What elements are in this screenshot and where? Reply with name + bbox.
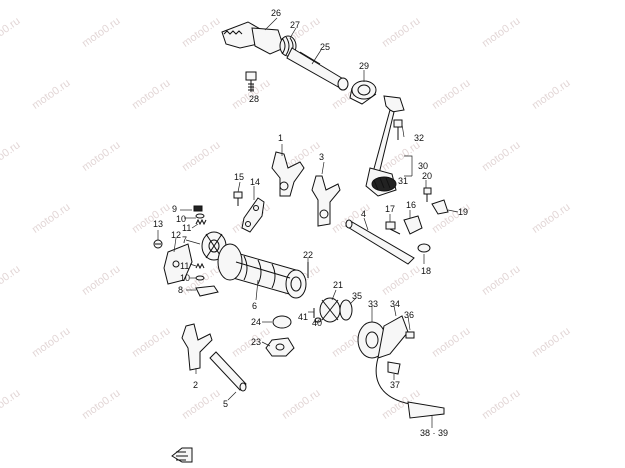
part-number-8: 8 [178, 285, 184, 295]
screw-36 [405, 331, 415, 339]
shift-fork-1 [271, 151, 305, 197]
part-number-12: 12 [171, 230, 182, 240]
part-number-18: 18 [421, 266, 432, 276]
part-number-40: 40 [312, 318, 323, 328]
part-number-3: 3 [319, 152, 325, 162]
part-number-13: 13 [153, 219, 164, 229]
oring-24 [272, 315, 292, 329]
part-number-28: 28 [249, 94, 260, 104]
part-number-35: 35 [352, 291, 363, 301]
nut-23 [265, 337, 295, 357]
part-number-26: 26 [271, 8, 282, 18]
part-number-31: 31 [398, 176, 409, 186]
shift-cam-drum-6 [217, 243, 307, 299]
washer-10a [195, 213, 205, 219]
washer-10b [195, 275, 205, 281]
leader-lines [157, 17, 459, 428]
bolt-15 [233, 191, 243, 206]
part-number-38-39: 38 · 39 [420, 428, 449, 438]
cover-34 [377, 315, 409, 359]
gearshift-shaft-assembly [221, 21, 349, 91]
part-number-37: 37 [390, 380, 401, 390]
screw-13 [153, 239, 163, 249]
part-number-24: 24 [251, 317, 262, 327]
part-number-29: 29 [359, 61, 370, 71]
washer-18 [417, 243, 431, 253]
pin-8 [195, 285, 219, 297]
part-number-17: 17 [385, 204, 396, 214]
clamp-37 [387, 361, 401, 375]
part-number-16: 16 [406, 200, 417, 210]
part-number-10b: 10 [180, 273, 191, 283]
part-number-36: 36 [404, 310, 415, 320]
oring-35 [339, 299, 353, 321]
part-number-33: 33 [368, 299, 379, 309]
shift-fork-3 [311, 175, 341, 227]
part-number-22: 22 [303, 250, 314, 260]
part-number-11a: 11 [182, 223, 192, 233]
part-number-15: 15 [234, 172, 245, 182]
bracket-38-39 [407, 401, 445, 419]
part-number-7: 7 [182, 235, 188, 245]
part-number-6: 6 [252, 301, 258, 311]
switch-33 [357, 321, 387, 359]
bolt-17 [385, 221, 401, 235]
part-number-1: 1 [278, 133, 284, 143]
stopper-plate-12 [163, 243, 193, 285]
fwd-arrow-icon [171, 447, 193, 463]
part-number-10a: 10 [176, 214, 187, 224]
part-number-23: 23 [251, 337, 262, 347]
part-number-41: 41 [298, 312, 309, 322]
cam-plate-21 [319, 297, 341, 323]
part-number-14: 14 [250, 177, 261, 187]
part-number-25: 25 [320, 42, 331, 52]
bracket-16 [403, 215, 423, 235]
part-number-11b: 11 [180, 261, 190, 271]
bolt-28 [245, 71, 257, 92]
part-number-2: 2 [193, 380, 199, 390]
stopper-arm-14 [241, 197, 265, 233]
part-number-9: 9 [172, 204, 178, 214]
bolt-20 [423, 187, 432, 202]
spring-11b [195, 262, 205, 270]
part-number-5: 5 [223, 399, 229, 409]
shift-fork-2 [181, 323, 213, 371]
part-number-30: 30 [418, 161, 429, 171]
part-number-4: 4 [361, 209, 367, 219]
fork-shaft-4 [345, 219, 415, 265]
bolt-32 [393, 119, 403, 140]
part-number-19: 19 [458, 207, 469, 217]
cam-pin-9 [193, 205, 203, 212]
switch-lead-wire [375, 357, 435, 409]
oil-seal-29 [349, 80, 377, 105]
part-number-34: 34 [390, 299, 401, 309]
part-number-20: 20 [422, 171, 433, 181]
clip-19 [431, 199, 449, 215]
part-number-27: 27 [290, 20, 301, 30]
fork-shaft-5 [209, 351, 247, 392]
spring-11a [195, 218, 207, 226]
gearshift-lever-30 [365, 95, 405, 197]
part-number-32: 32 [414, 133, 425, 143]
part-number-21: 21 [333, 280, 344, 290]
